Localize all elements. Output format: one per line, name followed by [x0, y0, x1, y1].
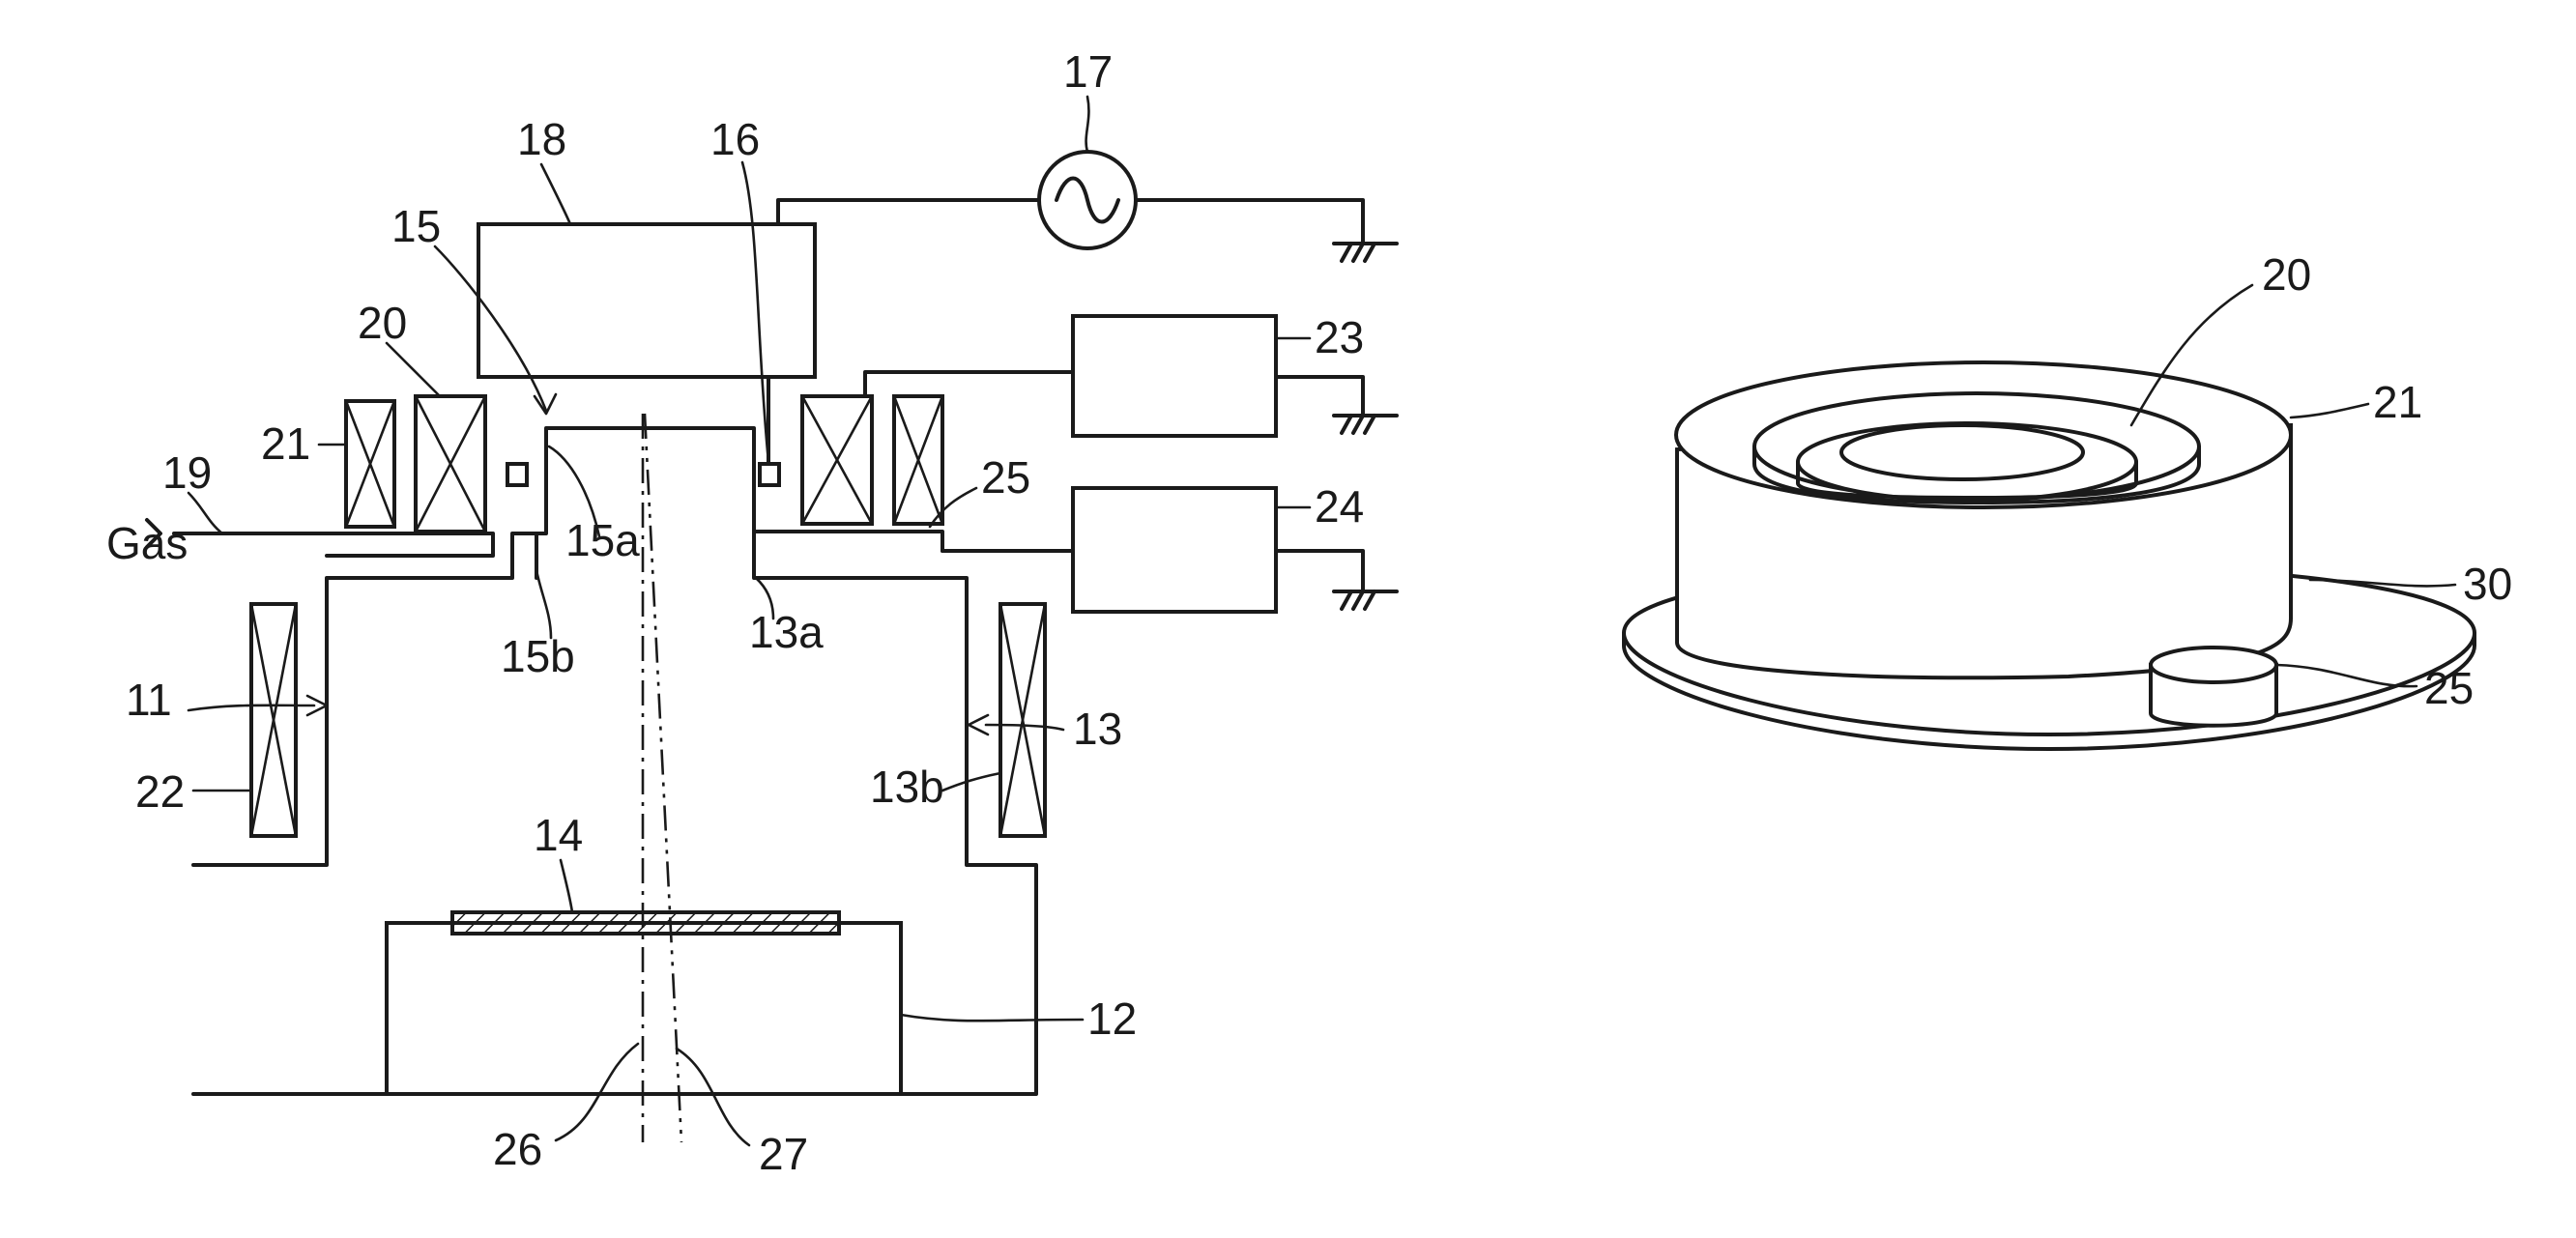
component-25-top — [2151, 648, 2276, 682]
wire-23-gnd — [1276, 377, 1363, 414]
coil-21-left — [346, 401, 394, 527]
wafer — [452, 912, 839, 934]
leader-15b — [536, 570, 551, 638]
label-20: 20 — [358, 298, 407, 348]
label-r21: 21 — [2373, 377, 2422, 427]
leader-r25 — [2276, 665, 2417, 686]
label-11: 11 — [126, 675, 172, 725]
label-23: 23 — [1315, 312, 1364, 362]
leader-14 — [561, 860, 572, 912]
label-15: 15 — [391, 201, 441, 251]
ground-icon — [1334, 244, 1397, 261]
label-24: 24 — [1315, 481, 1364, 532]
leader-19 — [188, 493, 222, 533]
leader-20 — [387, 343, 440, 396]
left-apparatus-diagram: Gas 11 12 13 13a 13b 14 15 15a 15b 16 17… — [106, 46, 1397, 1179]
label-r30: 30 — [2463, 559, 2512, 609]
label-13b: 13b — [870, 762, 944, 812]
label-r25: 25 — [2424, 663, 2474, 713]
label-13a: 13a — [749, 607, 824, 657]
wire-24-gnd — [1276, 551, 1363, 590]
coil-22 — [251, 604, 296, 836]
box-24 — [1073, 488, 1276, 612]
coil-21-right — [894, 396, 942, 524]
coil-20-right — [802, 396, 872, 524]
label-13: 13 — [1073, 704, 1122, 754]
label-14: 14 — [534, 810, 583, 860]
coil-20-left — [416, 396, 485, 532]
label-27: 27 — [759, 1129, 808, 1179]
upper-right-ledge — [754, 532, 942, 551]
sensor-16 — [760, 464, 779, 485]
label-r20: 20 — [2262, 249, 2311, 300]
label-21: 21 — [261, 418, 310, 469]
label-16: 16 — [710, 114, 760, 164]
leader-r30 — [2310, 580, 2455, 586]
box-18 — [478, 224, 815, 377]
small-square — [507, 464, 527, 485]
label-25: 25 — [981, 452, 1030, 503]
ground-icon — [1334, 416, 1397, 433]
label-22: 22 — [135, 766, 185, 817]
center-bore — [1841, 425, 2083, 479]
label-gas: Gas — [106, 518, 188, 568]
label-15a: 15a — [565, 515, 640, 565]
label-17: 17 — [1063, 46, 1113, 97]
label-12: 12 — [1087, 993, 1137, 1044]
leader-12 — [901, 1015, 1083, 1021]
arrow-head-15 — [535, 394, 556, 414]
ground-icon — [1334, 591, 1397, 609]
gas-inlet-pipe — [174, 533, 493, 556]
label-19: 19 — [162, 447, 212, 498]
leader-13b — [942, 773, 1000, 791]
leader-18 — [541, 164, 570, 224]
label-15b: 15b — [501, 631, 575, 681]
coil-13 — [1000, 604, 1045, 836]
wire-23 — [865, 372, 1073, 396]
right-coil-assembly-drawing: 20 21 30 25 — [1624, 249, 2512, 749]
wire-17 — [778, 200, 1039, 224]
leader-r21 — [2291, 404, 2368, 417]
leader-17 — [1086, 97, 1089, 152]
wire-17-gnd — [1136, 200, 1363, 242]
label-18: 18 — [517, 114, 566, 164]
box-23 — [1073, 316, 1276, 436]
label-26: 26 — [493, 1124, 542, 1174]
